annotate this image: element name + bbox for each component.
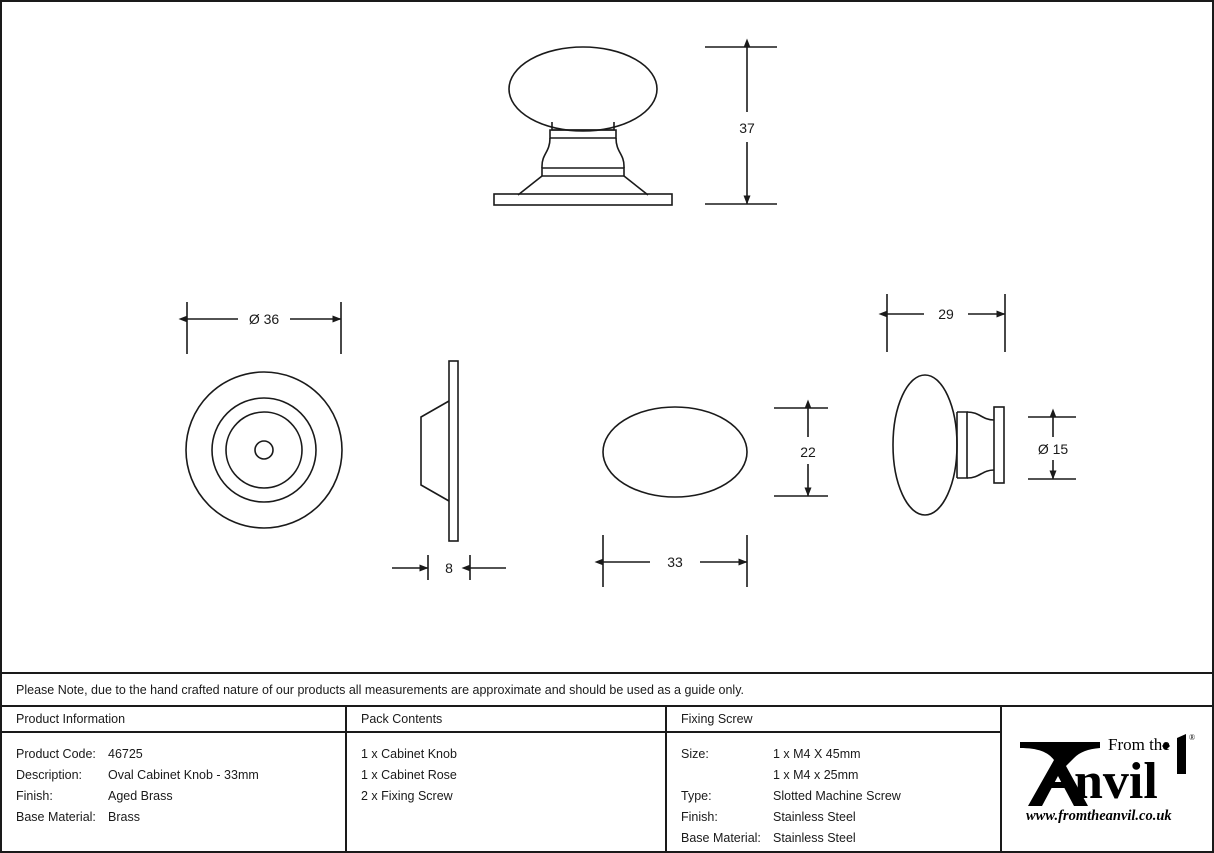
column-fixing-screw: Fixing Screw Size: 1 x M4 X 45mm 1 x M4 …: [667, 707, 1002, 851]
dimension-label-29: 29: [938, 306, 954, 322]
dimension-label-37: 37: [739, 120, 755, 136]
row-value: Oval Cabinet Knob - 33mm: [108, 768, 259, 782]
row-value: Slotted Machine Screw: [773, 789, 901, 803]
dimension-label-22: 22: [800, 444, 816, 460]
column-header-fixing-screw: Fixing Screw: [667, 707, 1000, 733]
row-value: Stainless Steel: [773, 810, 856, 824]
dimension-label-stem-diameter: Ø 15: [1038, 441, 1069, 457]
column-body-pack-contents: 1 x Cabinet Knob 1 x Cabinet Rose 2 x Fi…: [347, 733, 665, 851]
technical-drawing-area: 37 Ø 36: [2, 2, 1212, 674]
dimension-rose-thickness-8: 8: [392, 555, 506, 580]
column-product-information: Product Information Product Code: 46725 …: [2, 707, 347, 851]
column-header-product-information: Product Information: [2, 707, 345, 733]
row-value: 46725: [108, 747, 143, 761]
table-row: Finish: Aged Brass: [16, 786, 345, 807]
view-knob-side: [892, 374, 1005, 516]
anvil-logo-icon: From the ® nvil www.fromtheanvil.co.uk: [1020, 733, 1195, 824]
view-knob-oval-plan: [602, 406, 748, 498]
logo-top-text: From the: [1108, 735, 1170, 754]
column-brand-logo: From the ® nvil www.fromtheanvil.co.uk: [1002, 707, 1212, 851]
view-rose-face: [185, 371, 343, 529]
column-body-product-information: Product Code: 46725 Description: Oval Ca…: [2, 733, 345, 851]
list-item: 1 x Cabinet Knob: [361, 747, 457, 761]
row-key: Product Code:: [16, 747, 96, 761]
dimension-label-33: 33: [667, 554, 683, 570]
row-key: Description:: [16, 768, 82, 782]
row-key: Finish:: [16, 789, 53, 803]
dimension-stem-diameter-15: Ø 15: [1028, 408, 1076, 480]
column-header-label: Pack Contents: [361, 712, 443, 726]
table-row: Description: Oval Cabinet Knob - 33mm: [16, 765, 345, 786]
logo-url: www.fromtheanvil.co.uk: [1026, 808, 1172, 824]
column-body-fixing-screw: Size: 1 x M4 X 45mm 1 x M4 x 25mm Type: …: [667, 733, 1000, 851]
row-value: 1 x M4 x 25mm: [773, 768, 859, 782]
row-key: Base Material:: [681, 831, 761, 845]
specification-table: Please Note, due to the hand crafted nat…: [2, 672, 1212, 851]
brand-logo: From the ® nvil www.fromtheanvil.co.uk: [1002, 707, 1212, 851]
column-pack-contents: Pack Contents 1 x Cabinet Knob 1 x Cabin…: [347, 707, 667, 851]
dimension-knob-depth-22: 22: [774, 399, 828, 497]
view-front-elevation: [493, 46, 673, 206]
table-row: Size: 1 x M4 X 45mm: [681, 744, 1000, 765]
dimension-height-37: 37: [705, 38, 777, 205]
row-value: Stainless Steel: [773, 831, 856, 845]
dimension-label-8: 8: [445, 560, 453, 576]
dimension-knob-projection-29: 29: [878, 294, 1006, 352]
dimension-rose-diameter-36: Ø 36: [178, 302, 342, 354]
table-row: Type: Slotted Machine Screw: [681, 786, 1000, 807]
view-rose-profile: [420, 360, 459, 542]
row-key: Base Material:: [16, 810, 96, 824]
row-key: Type:: [681, 789, 712, 803]
dimension-knob-width-33: 33: [594, 535, 748, 587]
dimension-label-rose-diameter: Ø 36: [249, 311, 280, 327]
table-row: Base Material: Stainless Steel: [681, 828, 1000, 849]
list-item: 2 x Fixing Screw: [361, 789, 453, 803]
logo-main-text: nvil: [1074, 753, 1158, 810]
row-key: Finish:: [681, 810, 718, 824]
table-columns: Product Information Product Code: 46725 …: [2, 707, 1212, 851]
diamond-icon: [1162, 742, 1170, 750]
column-header-label: Product Information: [16, 712, 126, 726]
registered-mark: ®: [1189, 733, 1195, 742]
disclaimer-note: Please Note, due to the hand crafted nat…: [2, 672, 1212, 707]
row-key: Size:: [681, 747, 709, 761]
table-row: Finish: Stainless Steel: [681, 807, 1000, 828]
list-item: 1 x Cabinet Rose: [361, 768, 457, 782]
row-value: Brass: [108, 810, 140, 824]
row-value: 1 x M4 X 45mm: [773, 747, 861, 761]
column-header-label: Fixing Screw: [681, 712, 753, 726]
table-row: Base Material: Brass: [16, 807, 345, 828]
table-row: Product Code: 46725: [16, 744, 345, 765]
column-header-pack-contents: Pack Contents: [347, 707, 665, 733]
disclaimer-note-text: Please Note, due to the hand crafted nat…: [16, 682, 745, 697]
table-row: 1 x M4 x 25mm: [681, 765, 1000, 786]
row-value: Aged Brass: [108, 789, 173, 803]
